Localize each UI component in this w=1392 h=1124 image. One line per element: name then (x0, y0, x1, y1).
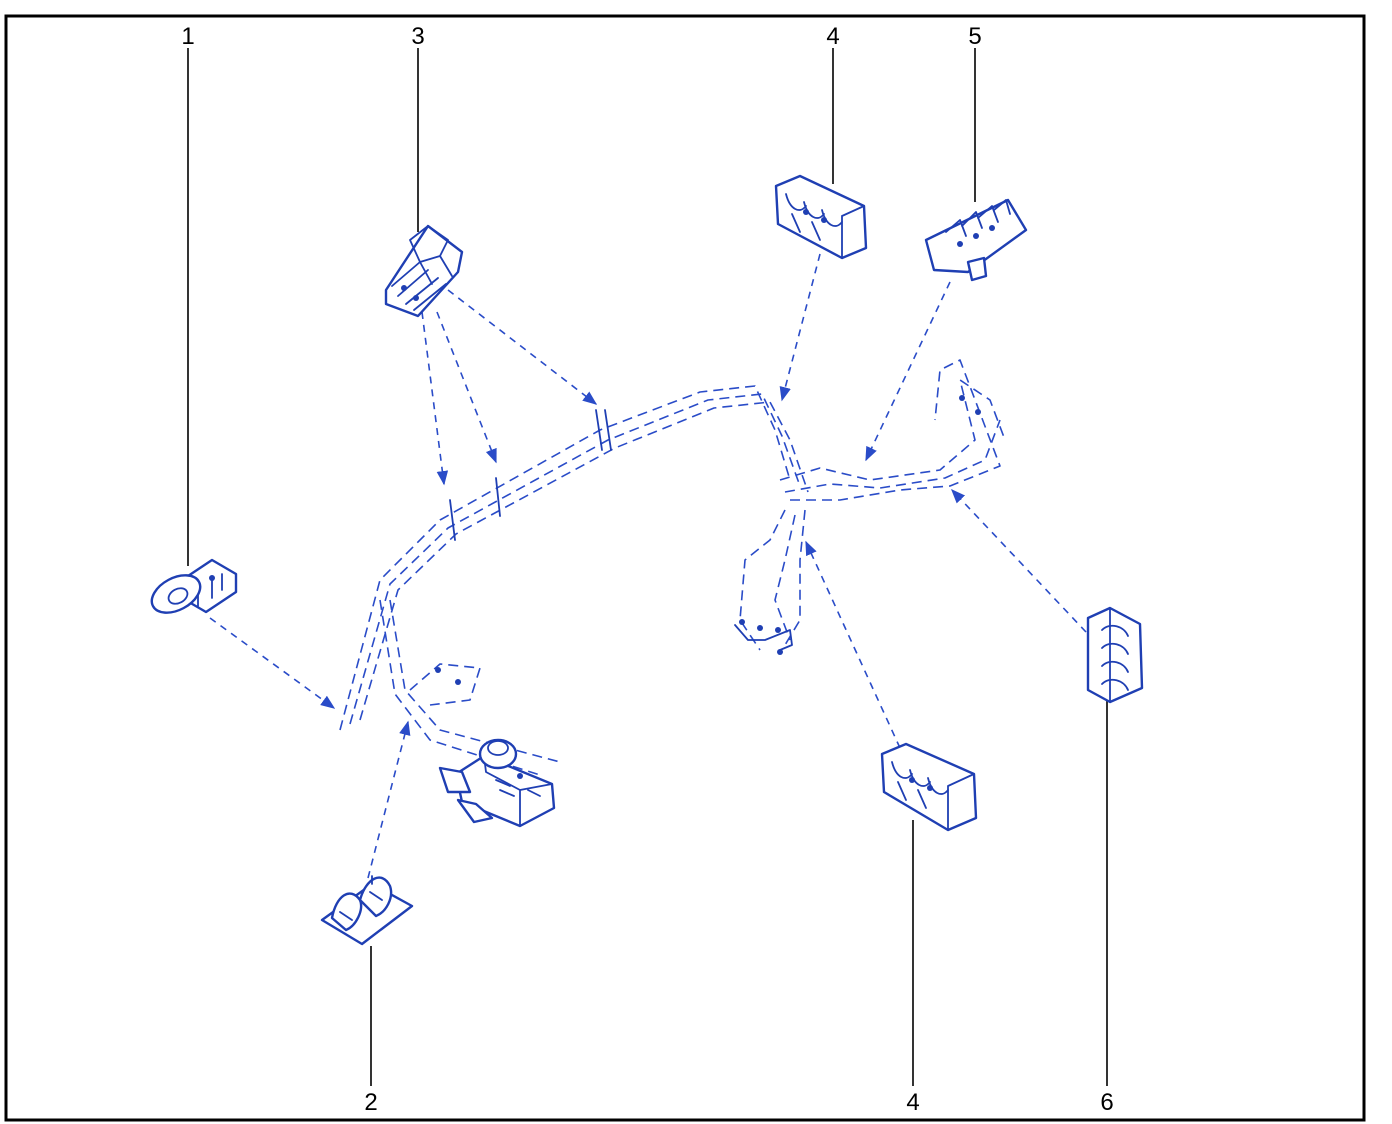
module-motor-cap (487, 740, 509, 756)
clip-4-top-dot (821, 217, 827, 223)
harness-left-branch-1 (389, 599, 561, 763)
clip-1-round-hole (167, 587, 189, 605)
clip-5-post (966, 256, 988, 282)
callout-numbers: 1 2 3 4 4 5 6 (181, 23, 1113, 1116)
arrow-clip-6 (951, 488, 1087, 633)
harness-connector-dot (975, 409, 981, 415)
clip-4-top-channels (785, 193, 843, 241)
harness-connector-dot (775, 627, 781, 633)
clip-part-1 (150, 558, 238, 614)
clip-4-bottom-channels (891, 761, 949, 809)
harness-connector-dot (739, 619, 745, 625)
harness-connector-dot (757, 625, 763, 631)
clip-4-bottom-dot (909, 777, 915, 783)
harness-left-branch-3 (409, 663, 481, 706)
clip-6-loops (1101, 624, 1129, 691)
module-plug (456, 798, 494, 824)
clip-part-3 (384, 224, 464, 318)
harness-clip-marks (449, 409, 612, 541)
callout-6: 6 (1100, 1089, 1113, 1116)
callout-4-bottom: 4 (906, 1089, 919, 1116)
clip-5-dot (989, 225, 995, 231)
clip-part-4-top (774, 174, 868, 260)
harness-connector-dot (435, 667, 441, 673)
arrow-clip-3b (436, 311, 497, 464)
harness-right-branch-3 (790, 359, 1001, 501)
arrow-clip-1 (209, 617, 336, 709)
clip-5-teeth (945, 199, 1011, 237)
arrow-clip-3a (421, 311, 449, 486)
clip-part-4-bottom (880, 742, 978, 832)
callout-5: 5 (968, 23, 981, 50)
harness-connector-dot (455, 679, 461, 685)
arrow-clip-5 (865, 281, 951, 462)
callout-3: 3 (411, 23, 424, 50)
clip-part-6 (1086, 606, 1144, 704)
diagram-frame (4, 14, 1366, 1122)
clip-6-body (1086, 606, 1144, 704)
clip-3-dot (413, 295, 419, 301)
callout-1: 1 (181, 23, 194, 50)
arrow-clip-2 (367, 720, 411, 879)
harness-connector-dot (777, 649, 783, 655)
arrow-clip-4a (779, 253, 821, 402)
clip-5-dot (957, 241, 963, 247)
clip-5-dot (973, 233, 979, 239)
clip-3-channels (391, 255, 453, 311)
harness-right-branch-1 (779, 379, 1006, 481)
harness-connector-dot (959, 395, 965, 401)
harness-right-drop-1 (739, 509, 786, 651)
clip-4-bottom-face (947, 773, 975, 831)
wiring-harness (339, 359, 1006, 776)
clip-part-2 (320, 875, 414, 946)
harness-main-trunk-2 (349, 393, 801, 725)
clip-2-saddle-b (358, 876, 393, 918)
harness-main-trunk-1 (339, 385, 791, 731)
clip-2-detail (339, 875, 383, 921)
clip-3-top (409, 225, 449, 263)
clip-1-round-head (150, 574, 202, 614)
callout-4-top: 4 (826, 23, 839, 50)
clip-4-bottom-dot (927, 785, 933, 791)
harness-right-drop-3 (784, 509, 806, 646)
module-motor (478, 738, 518, 770)
clip-4-top-dot (803, 209, 809, 215)
clip-3-dot (401, 285, 407, 291)
harness-right-branch-2 (784, 419, 1001, 493)
clip-part-5 (924, 198, 1028, 282)
harness-connector-end (734, 624, 793, 651)
module-connector (438, 766, 472, 794)
arrow-clip-3c (447, 289, 598, 405)
clip-1-dot (209, 575, 215, 581)
callout-2: 2 (364, 1089, 377, 1116)
leader-lines (187, 48, 1108, 1086)
module-assembly (438, 738, 556, 828)
harness-right-drop-2 (774, 514, 796, 641)
harness-main-trunk-3 (359, 401, 809, 721)
module-dot (517, 773, 523, 779)
install-arrows (209, 253, 1087, 879)
module-details (495, 779, 541, 797)
arrow-clip-4b (805, 540, 901, 749)
